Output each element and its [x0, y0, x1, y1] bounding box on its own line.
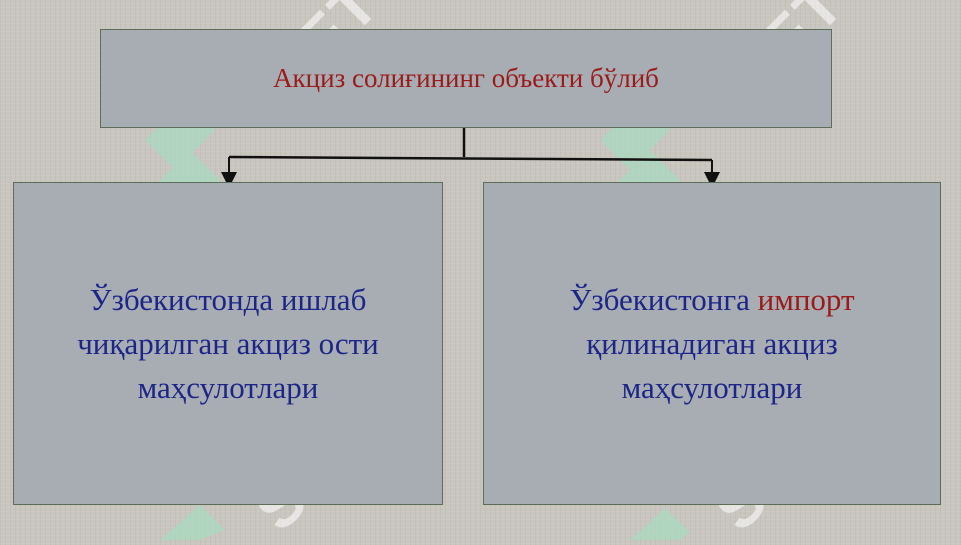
child-node-line-prefix: Ўзбекистонга: [569, 281, 758, 317]
root-node: Акциз солиғининг объекти бўлиб: [100, 29, 832, 128]
child-node-line: Ўзбекистонда ишлаб: [89, 281, 367, 317]
child-node-accent-word: импорт: [757, 281, 855, 317]
child-node-line: Ўзбекистонга импорт: [569, 278, 854, 322]
child-node-line: чиқарилган акциз ости: [77, 325, 379, 361]
child-node-line: қилинадиган акциз: [586, 325, 838, 361]
connector-horizontal: [228, 155, 713, 162]
child-node-line: маҳсулотлари: [621, 369, 803, 405]
child-node-import: Ўзбекистонга импорт қилинадиган акциз ма…: [483, 182, 941, 505]
child-node-domestic: Ўзбекистонда ишлаб чиқарилган акциз ости…: [13, 182, 443, 505]
child-node-import-text: Ўзбекистонга импорт қилинадиган акциз ма…: [569, 278, 854, 410]
child-node-domestic-text: Ўзбекистонда ишлаб чиқарилган акциз ости…: [77, 278, 379, 410]
child-node-line: маҳсулотлари: [137, 369, 319, 405]
root-node-label: Акциз солиғининг объекти бўлиб: [273, 63, 659, 93]
